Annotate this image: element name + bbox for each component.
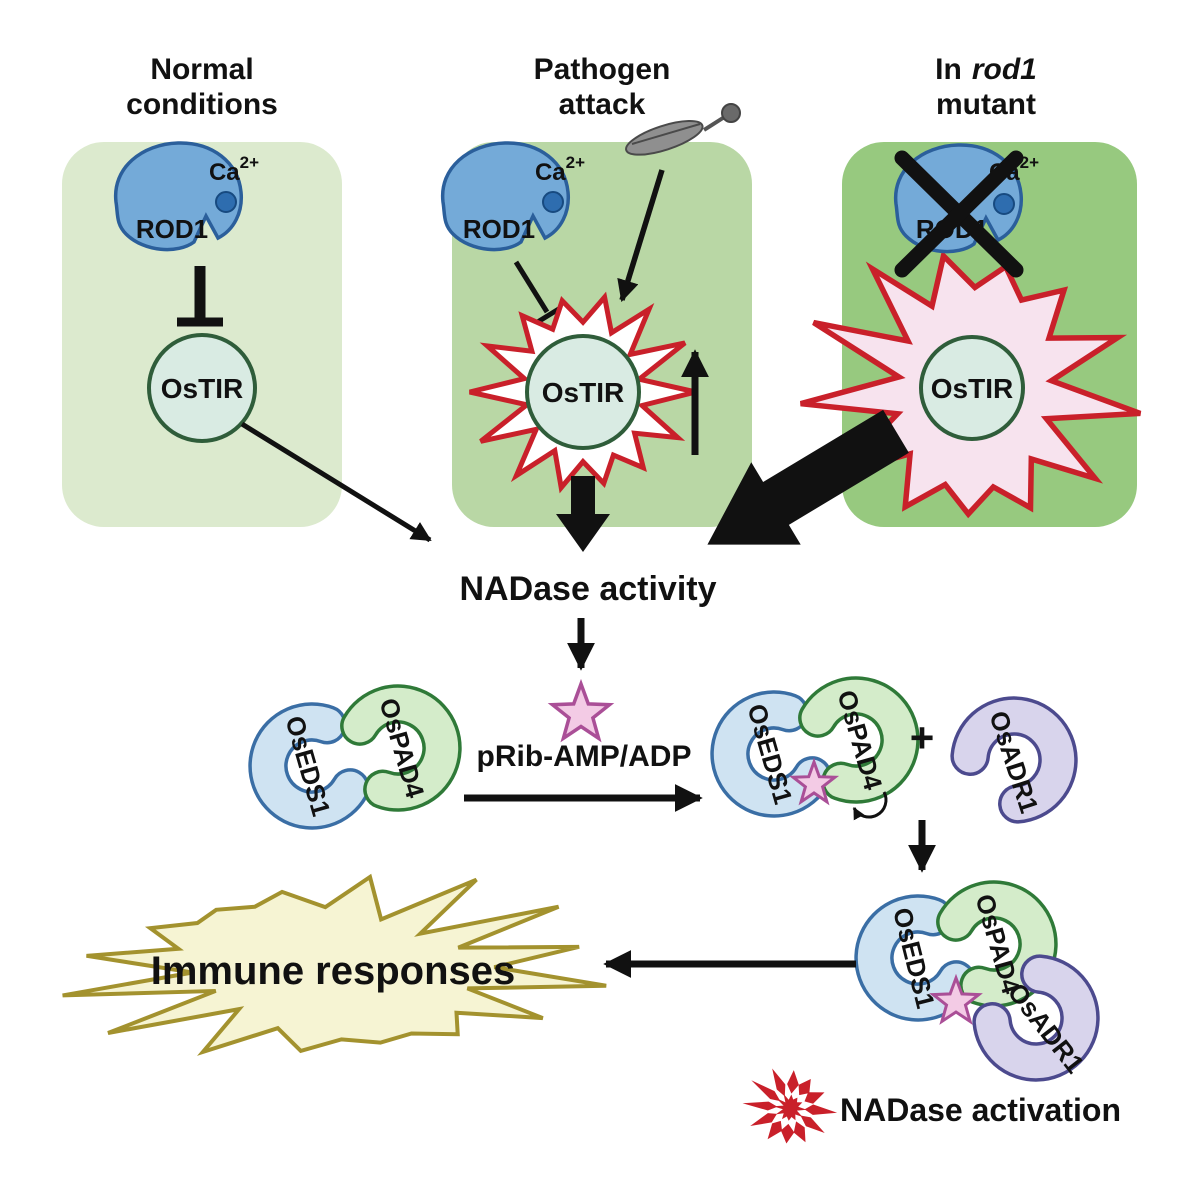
pink-star-icon — [547, 678, 615, 743]
rod1-knockout-x-stroke2 — [894, 150, 1024, 278]
pink-star-icon — [929, 973, 983, 1025]
calcium-label-text: Ca — [535, 159, 566, 186]
immune-responses-label: Immune responses — [151, 949, 516, 993]
legend-burst-icon — [742, 1068, 838, 1144]
ostir-label: OsTIR — [931, 373, 1013, 404]
rod1-label: ROD1 — [136, 214, 208, 244]
ostir-label: OsTIR — [542, 377, 624, 408]
ostir-circle — [147, 333, 257, 443]
plus-sign: + — [910, 714, 935, 761]
complex-star — [788, 757, 840, 806]
calcium-label: Ca2+ — [535, 153, 585, 186]
rod1-label: ROD1 — [463, 214, 535, 244]
calcium-label: Ca2+ — [209, 153, 259, 186]
ostir-circle — [525, 334, 641, 450]
title-gene-name: rod1 — [972, 53, 1037, 86]
complex-star — [929, 973, 983, 1025]
ostir-circle — [919, 335, 1025, 441]
giant-arrow-to-nadase — [707, 409, 909, 545]
calcium-ion-dot — [215, 191, 237, 213]
calcium-label-superscript: 2+ — [240, 153, 259, 172]
pink-star-icon — [788, 757, 840, 806]
panel-pathogen-title-line2: attack — [559, 88, 646, 121]
panel-pathogen-group: Pathogen attack Ca2+ ROD1 OsTIR — [440, 53, 752, 552]
pathogen-stalk — [702, 114, 728, 132]
panel-normal-title-line1: Normal — [150, 53, 253, 86]
arrow-pathogen-to-ostir — [617, 169, 665, 303]
arrow-normal-to-nadase — [240, 421, 432, 543]
giant-arrow-group — [707, 409, 909, 545]
pathogen-icon — [625, 103, 741, 156]
thick-down-arrow — [556, 476, 610, 552]
panel-pathogen-title-line1: Pathogen — [534, 53, 671, 86]
pathogen-head — [721, 103, 741, 123]
calcium-label-superscript: 2+ — [566, 153, 585, 172]
calcium-ion-dot — [993, 193, 1015, 215]
ostir-label: OsTIR — [161, 373, 243, 404]
prib-amp-adp-label: pRib-AMP/ADP — [477, 740, 692, 773]
calcium-ion-dot — [542, 191, 564, 213]
panel-mutant-title-line2: mutant — [936, 88, 1036, 121]
inhibition-tbar-line — [513, 260, 550, 314]
calcium-label-superscript: 2+ — [1020, 153, 1039, 172]
pathogen-wing-line — [631, 123, 701, 145]
calcium-label-text: Ca — [209, 159, 240, 186]
nadase-activity-label: NADase activity — [459, 570, 716, 608]
title-in-text: In — [935, 53, 962, 86]
recruitment-curl-arrow — [852, 791, 888, 821]
immune-burst — [63, 877, 607, 1052]
panel-normal-group: Normal conditions Ca2+ ROD1 OsTIR — [62, 53, 432, 543]
eds1-pad4-adr1-complex: OsEDS1 OsPAD4 OsADR1 — [836, 862, 1126, 1108]
immune-burst-group — [63, 877, 607, 1052]
panel-mutant-title-line1: In rod1 — [935, 53, 1037, 86]
legend-burst-core — [773, 1093, 807, 1121]
legend-nadase-activation-label: NADase activation — [840, 1092, 1121, 1128]
panel-normal-title-line2: conditions — [126, 88, 278, 121]
prib-star — [547, 678, 615, 743]
legend: NADase activation — [742, 1068, 1121, 1144]
